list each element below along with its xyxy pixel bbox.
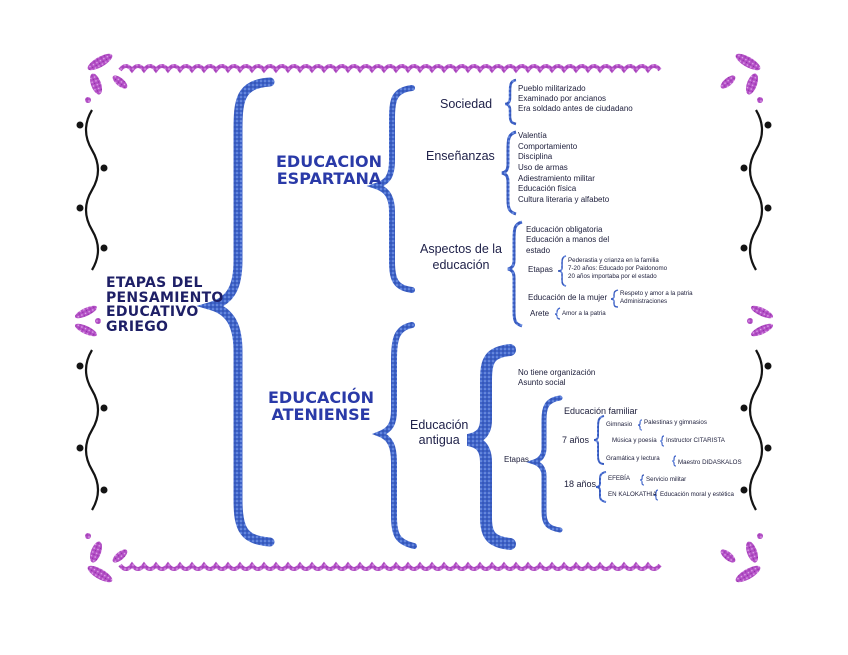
sociedad-label: Sociedad bbox=[440, 97, 493, 111]
list-item: Disciplina bbox=[518, 152, 553, 162]
list-item: Respeto y amor a la patria bbox=[620, 290, 693, 297]
list-item: Pueblo militarizado bbox=[518, 84, 586, 93]
bottom-wave-border bbox=[118, 561, 662, 571]
main-title: ETAPAS DEL PENSAMIENTO EDUCATIVO GRIEGO bbox=[106, 276, 224, 335]
mujer-label: Educación de la mujer bbox=[528, 293, 608, 302]
sociedad-brace bbox=[504, 78, 517, 126]
arete-value: Amor a la patria bbox=[562, 310, 606, 317]
gimnasio-detail: Palestinas y gimnasios bbox=[644, 419, 707, 426]
list-item: Educación física bbox=[518, 184, 577, 194]
antigua-notes: No tiene organización Asunto social bbox=[518, 368, 595, 389]
list-item: No tiene organización bbox=[518, 368, 596, 377]
athens-etapas-label: Etapas bbox=[504, 455, 529, 464]
list-item: Educación a manos del bbox=[526, 235, 610, 245]
right-vine-dots bbox=[740, 121, 772, 494]
top-wave-border bbox=[118, 64, 662, 74]
efebia-detail: Servicio militar bbox=[646, 476, 687, 483]
list-item: Uso de armas bbox=[518, 162, 568, 172]
corner-flower-top-left bbox=[85, 53, 128, 103]
main-brace bbox=[196, 77, 275, 547]
main-title-line: PENSAMIENTO bbox=[106, 289, 224, 306]
list-item: Administraciones bbox=[620, 298, 668, 306]
list-item: Adiestramiento militar bbox=[518, 173, 595, 183]
efebia-place: EFEBÍA bbox=[608, 475, 631, 482]
ensenanzas-brace bbox=[501, 130, 517, 216]
antigua-brace bbox=[466, 344, 516, 550]
left-vine-dots bbox=[76, 121, 108, 494]
main-title-line: GRIEGO bbox=[106, 319, 169, 336]
list-item: Valentía bbox=[518, 131, 547, 140]
gimnasio-brace bbox=[637, 419, 643, 431]
gramatica-brace bbox=[671, 455, 677, 467]
mujer-list: Respeto y amor a la patria Administracio… bbox=[620, 290, 693, 306]
list-item: Pederastia y crianza en la familia bbox=[568, 257, 659, 264]
list-item: estado bbox=[526, 245, 551, 255]
list-item: Asunto social bbox=[518, 378, 566, 388]
left-vine bbox=[84, 109, 100, 511]
sparta-title-line: EDUCACION bbox=[276, 152, 383, 171]
age18-label: 18 años bbox=[564, 479, 597, 489]
age18-brace bbox=[595, 471, 607, 503]
list-item: 20 años importaba por el estado bbox=[568, 273, 657, 281]
main-title-line: EDUCATIVO bbox=[106, 304, 199, 321]
musica-detail: Instructor CITARISTA bbox=[666, 437, 725, 444]
athens-title-line: ATENIENSE bbox=[271, 404, 371, 424]
aspectos-intro: Educación obligatoria Educación a manos … bbox=[526, 225, 609, 256]
antigua-label-line: Educación bbox=[410, 418, 469, 432]
gramatica-place: Gramática y lectura bbox=[606, 455, 660, 462]
corner-flower-bottom-left bbox=[85, 533, 128, 583]
kalokathia-detail: Educación moral y estética bbox=[660, 491, 734, 498]
sparta-brace bbox=[366, 85, 415, 293]
list-item: Cultura literaria y alfabeto bbox=[518, 194, 610, 204]
athens-title: EDUCACIÓN ATENIENSE bbox=[268, 388, 375, 424]
aspectos-label: Aspectos de la educación bbox=[420, 242, 502, 273]
gimnasio-place: Gimnasio bbox=[606, 421, 633, 428]
corner-flower-bottom-right bbox=[720, 533, 763, 583]
familiar-label: Educación familiar bbox=[564, 406, 638, 416]
sparta-etapas-list: Pederastia y crianza en la familia 7-20 … bbox=[568, 257, 667, 281]
sparta-title-line: ESPARTANA bbox=[276, 168, 382, 188]
side-flower-right bbox=[747, 305, 774, 337]
corner-flower-top-right bbox=[720, 53, 763, 103]
aspectos-brace bbox=[507, 220, 523, 328]
aspectos-label-line: Aspectos de la bbox=[420, 242, 502, 256]
age7-label: 7 años bbox=[562, 435, 590, 445]
athens-title-line: EDUCACIÓN bbox=[268, 388, 375, 407]
list-item: 7-20 años: Educado por Paidonomo bbox=[568, 265, 668, 273]
ensenanzas-list: Valentía Comportamiento Disciplina Uso d… bbox=[518, 131, 609, 205]
sparta-title: EDUCACION ESPARTANA bbox=[276, 152, 383, 188]
right-vine bbox=[748, 109, 764, 511]
list-item: Educación obligatoria bbox=[526, 225, 603, 234]
aspectos-label-line: educación bbox=[432, 257, 490, 272]
sparta-etapas-brace bbox=[557, 255, 567, 287]
musica-brace bbox=[659, 435, 665, 447]
list-item: Examinado por ancianos bbox=[518, 94, 607, 103]
arete-brace bbox=[554, 307, 561, 320]
list-item: Era soldado antes de ciudadano bbox=[518, 104, 633, 113]
mujer-brace bbox=[610, 289, 619, 308]
arete-label: Arete bbox=[530, 309, 550, 318]
main-title-line: ETAPAS DEL bbox=[106, 275, 203, 291]
age7-brace bbox=[593, 415, 605, 465]
kalokathia-brace bbox=[653, 489, 659, 501]
gramatica-detail: Maestro DIDASKALOS bbox=[678, 459, 742, 466]
sociedad-list: Pueblo militarizado Examinado por ancian… bbox=[518, 84, 633, 114]
efebia-brace bbox=[639, 474, 645, 486]
musica-place: Música y poesía bbox=[612, 437, 657, 444]
list-item: Comportamiento bbox=[518, 141, 578, 151]
athens-brace bbox=[371, 322, 417, 549]
kalokathia-place: EN KALOKATHIA bbox=[608, 491, 657, 498]
athens-etapas-brace bbox=[526, 395, 563, 533]
antigua-label-line: antigua bbox=[418, 433, 460, 447]
antigua-label: Educación antigua bbox=[410, 418, 468, 448]
sparta-etapas-label: Etapas bbox=[528, 265, 553, 274]
side-flower-left bbox=[74, 305, 101, 337]
ensenanzas-label: Enseñanzas bbox=[426, 149, 495, 163]
